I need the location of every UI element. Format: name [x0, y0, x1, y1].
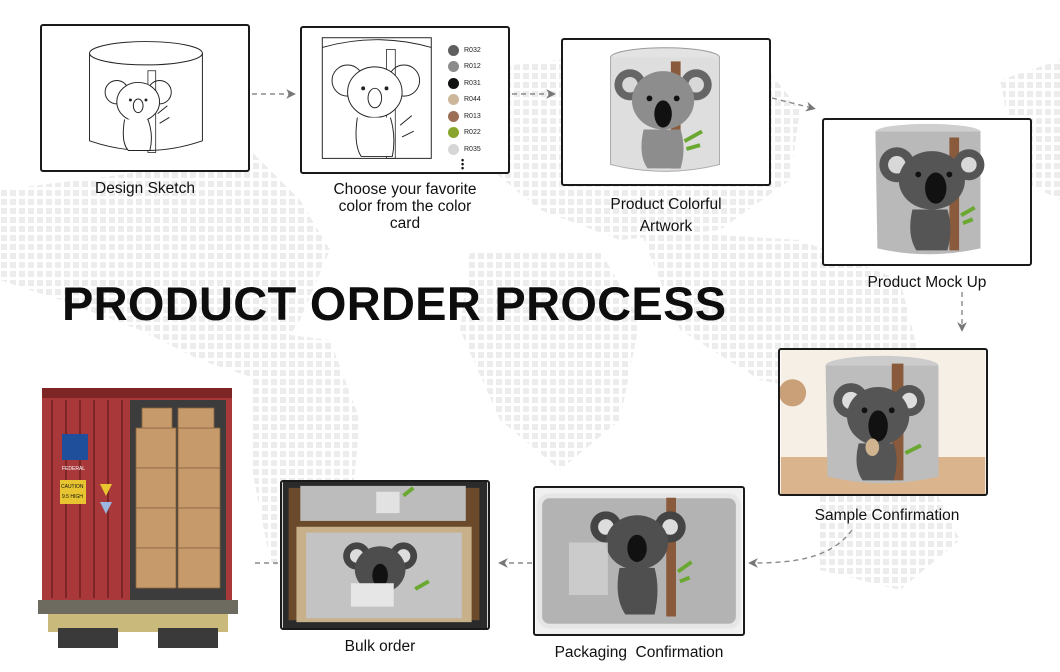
brand-logo: [62, 434, 88, 460]
swatch-dot: [448, 61, 459, 73]
swatch-r013[interactable]: R013: [448, 108, 481, 125]
packaging-image: [533, 486, 745, 636]
step-label-bulk: Bulk order: [344, 638, 416, 655]
color-swatch-list: R032 R012 R031 R044 R013 R022 R035 •••: [448, 42, 481, 173]
step-label-sample: Sample Confirmation: [814, 507, 960, 524]
artwork-caption-line1: Product Colorful: [610, 196, 722, 213]
swatch-r031[interactable]: R031: [448, 75, 481, 92]
warning-icon: [100, 484, 112, 496]
swatch-r012[interactable]: R012: [448, 59, 481, 76]
caution-detail: 9.5 HIGH: [62, 494, 83, 500]
sample-image: [778, 348, 988, 496]
bulk-order-image: [280, 480, 490, 630]
swatch-dot: [448, 127, 459, 139]
page-title: PRODUCT ORDER PROCESS: [62, 277, 727, 330]
step-label-artwork: Product Colorful Artwork: [586, 194, 746, 238]
color-card-caption-line1: Choose your favorite: [333, 181, 477, 198]
color-card-image: R032 R012 R031 R044 R013 R022 R035 •••: [300, 26, 510, 174]
swatch-dot: [448, 77, 459, 89]
swatch-r032[interactable]: R032: [448, 42, 481, 59]
triangle-icon: [100, 502, 112, 514]
step-label-packaging: Packaging Confirmation: [554, 644, 724, 661]
swatch-r044[interactable]: R044: [448, 92, 481, 109]
swatch-dot: [448, 110, 459, 122]
step-label-mockup: Product Mock Up: [867, 274, 987, 291]
artwork-caption-line2: Artwork: [639, 218, 693, 235]
swatch-r022[interactable]: R022: [448, 125, 481, 142]
more-colors-icon[interactable]: •••: [461, 154, 465, 173]
colorful-artwork-image: [561, 38, 771, 186]
color-card-caption-line2: color from the color: [338, 198, 472, 215]
swatch-dot: [448, 94, 459, 106]
caution-label: CAUTION: [61, 484, 84, 490]
shipping-container-image: FEDERAL CAUTION 9.5 HIGH: [38, 388, 238, 648]
step-label-design-sketch: Design Sketch: [95, 180, 195, 197]
swatch-dot: [448, 143, 459, 155]
step-label-color-card: Choose your favorite color from the colo…: [315, 181, 495, 232]
swatch-r035[interactable]: R035: [448, 141, 481, 158]
swatch-dot: [448, 44, 459, 56]
design-sketch-image: [40, 24, 250, 172]
mockup-image: [822, 118, 1032, 266]
container-brand-text: FEDERAL: [62, 466, 85, 472]
color-card-caption-line3: card: [389, 215, 421, 232]
